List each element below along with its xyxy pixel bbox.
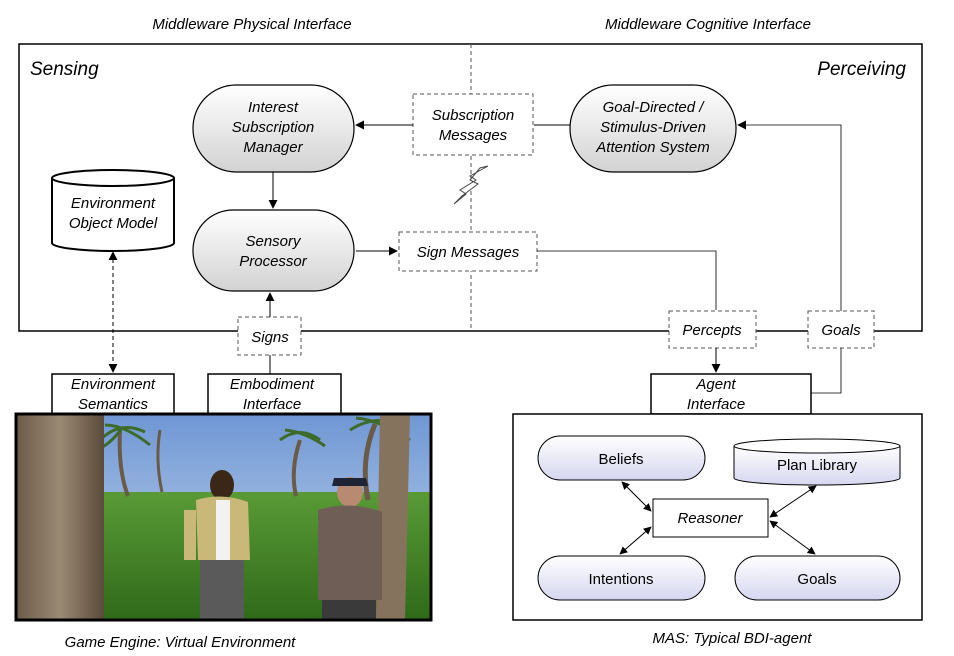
line-sign-messages-to-percepts [537,250,717,310]
line-goals-to-attention [737,120,842,311]
sign-messages-label: Sign Messages [417,244,520,261]
beliefs-label: Beliefs [598,451,643,468]
plan-library-label: Plan Library [777,457,858,474]
goals-box [807,310,875,349]
sign-messages-box [398,231,538,272]
embodiment-interface-line-2: Interface [243,396,301,413]
subscription-messages-box [412,93,534,156]
environment-model-line-2: Object Model [69,215,158,232]
arrow-plan-library-reasoner [769,485,817,518]
percepts-label: Percepts [682,322,742,339]
embodiment-interface-line-1: Embodiment [230,376,315,393]
sensory-processor-line-2: Processor [239,253,308,270]
game-engine-frame [14,412,433,622]
intentions-node [537,555,706,601]
caption-game-engine: Game Engine: Virtual Environment [65,634,297,651]
game-engine-screenshot [16,414,431,620]
arrow-beliefs-reasoner [621,481,652,512]
attention-system-line-2: Stimulus-Driven [600,119,706,136]
beliefs-node [537,435,706,481]
signs-label: Signs [251,329,289,346]
header-physical-interface: Middleware Physical Interface [152,16,351,33]
header-cognitive-interface: Middleware Cognitive Interface [605,16,811,33]
goals-box-label: Goals [821,322,861,339]
sensory-processor-node [192,209,355,292]
region-label-sensing: Sensing [30,59,99,80]
subscription-messages-line-2: Messages [439,127,508,144]
goals-node [734,555,901,601]
environment-semantics-line-1: Environment [71,376,156,393]
attention-system-node [569,84,737,173]
subscription-messages-line-1: Subscription [432,107,515,124]
attention-system-line-3: Attention System [595,139,709,156]
lightning-bolt-icon [453,165,489,205]
interest-manager-line-2: Subscription [232,119,315,136]
environment-object-model-node [51,169,175,252]
sensory-processor-line-1: Sensory [245,233,302,250]
percepts-box [668,310,757,349]
agent-interface-line-1: Agent [695,376,736,393]
line-agent-interface-to-goals [811,348,842,394]
interest-manager-line-3: Manager [243,139,303,156]
agent-interface-line-2: Interface [687,396,745,413]
goals-label: Goals [797,571,836,588]
agent-interface-box [650,373,812,415]
arrow-intentions-reasoner [619,526,652,555]
plan-library-node [733,438,901,486]
attention-system-line-1: Goal-Directed / [603,99,706,116]
caption-mas: MAS: Typical BDI-agent [653,630,813,647]
environment-semantics-line-2: Semantics [78,396,149,413]
signs-box [237,316,302,356]
interest-manager-line-1: Interest [248,99,299,116]
reasoner-label: Reasoner [677,510,743,527]
reasoner-node [652,498,769,538]
environment-model-line-1: Environment [71,195,156,212]
arrow-goals-reasoner [769,520,816,555]
intentions-label: Intentions [588,571,653,588]
region-label-perceiving: Perceiving [817,59,906,80]
environment-semantics-box [51,373,175,415]
